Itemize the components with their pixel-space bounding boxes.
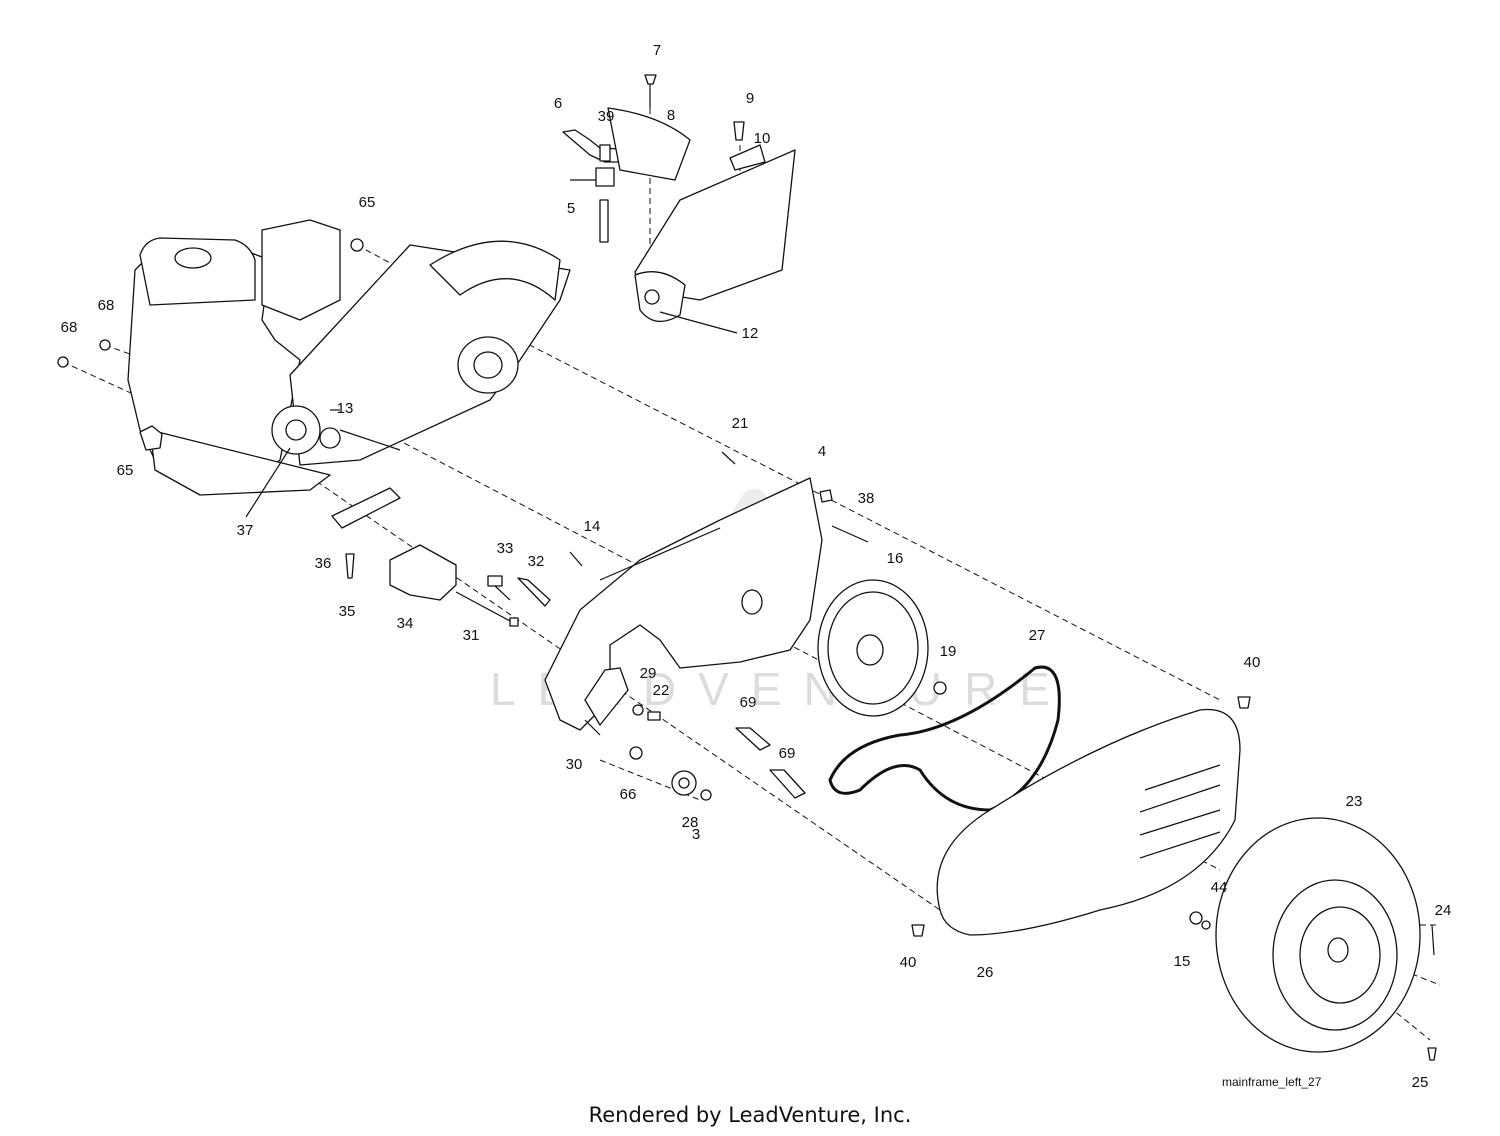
callout-number: 5 xyxy=(567,200,575,217)
pulley-and-belt xyxy=(817,579,1061,812)
top-hardware-group xyxy=(562,74,796,322)
belt-cover xyxy=(911,696,1251,937)
callout-number: 36 xyxy=(315,555,332,572)
callout-number: 31 xyxy=(463,627,480,644)
callout-number: 65 xyxy=(359,194,376,211)
footer-credit: Rendered by LeadVenture, Inc. xyxy=(589,1103,912,1127)
callout-number: 16 xyxy=(887,550,904,567)
callout-number: 23 xyxy=(1346,793,1363,810)
callout-number: 35 xyxy=(339,603,356,620)
callout-number: 25 xyxy=(1412,1074,1429,1091)
callout-number: 34 xyxy=(397,615,414,632)
callout-number: 26 xyxy=(977,964,994,981)
callout-number: 40 xyxy=(900,954,917,971)
idler-parts-group xyxy=(584,667,806,801)
callout-number: 3 xyxy=(692,826,700,843)
callout-number: 40 xyxy=(1244,654,1261,671)
callout-number: 9 xyxy=(746,90,754,107)
callout-number: 32 xyxy=(528,553,545,570)
callout-number: 37 xyxy=(237,522,254,539)
callout-number: 30 xyxy=(566,756,583,773)
callout-number: 13 xyxy=(337,400,354,417)
callout-number: 10 xyxy=(754,130,771,147)
callout-number: 66 xyxy=(620,786,637,803)
callout-number: 4 xyxy=(818,443,826,460)
callout-number: 6 xyxy=(554,95,562,112)
callout-number: 33 xyxy=(497,540,514,557)
callout-number: 39 xyxy=(598,108,615,125)
callout-number: 27 xyxy=(1029,627,1046,644)
callout-number: 22 xyxy=(653,682,670,699)
callout-number: 65 xyxy=(117,462,134,479)
callout-number: 19 xyxy=(940,643,957,660)
callout-number: 15 xyxy=(1174,953,1191,970)
callout-number: 24 xyxy=(1435,902,1452,919)
callout-number: 28 xyxy=(682,814,699,831)
left-small-parts-group xyxy=(331,451,736,627)
callout-number: 69 xyxy=(740,694,757,711)
callout-number: 21 xyxy=(732,415,749,432)
callout-number: 7 xyxy=(653,42,661,59)
callout-number: 8 xyxy=(667,107,675,124)
callout-labels: 7 6 39 8 9 10 5 65 12 68 68 13 65 37 21 4 38 14 36 33 32 16 35… xyxy=(61,42,1452,1091)
callout-number: 68 xyxy=(98,297,115,314)
tiller-wheel xyxy=(1189,817,1437,1061)
callout-number: 69 xyxy=(779,745,796,762)
callout-number: 12 xyxy=(742,325,759,342)
callout-number: 68 xyxy=(61,319,78,336)
callout-number: 44 xyxy=(1211,879,1228,896)
callout-number: 38 xyxy=(858,490,875,507)
callout-number: 14 xyxy=(584,518,601,535)
engine-and-frame-assembly xyxy=(57,219,571,496)
leader-lines xyxy=(245,311,738,518)
callout-number: 29 xyxy=(640,665,657,682)
drawing-code: mainframe_left_27 xyxy=(1222,1075,1322,1089)
